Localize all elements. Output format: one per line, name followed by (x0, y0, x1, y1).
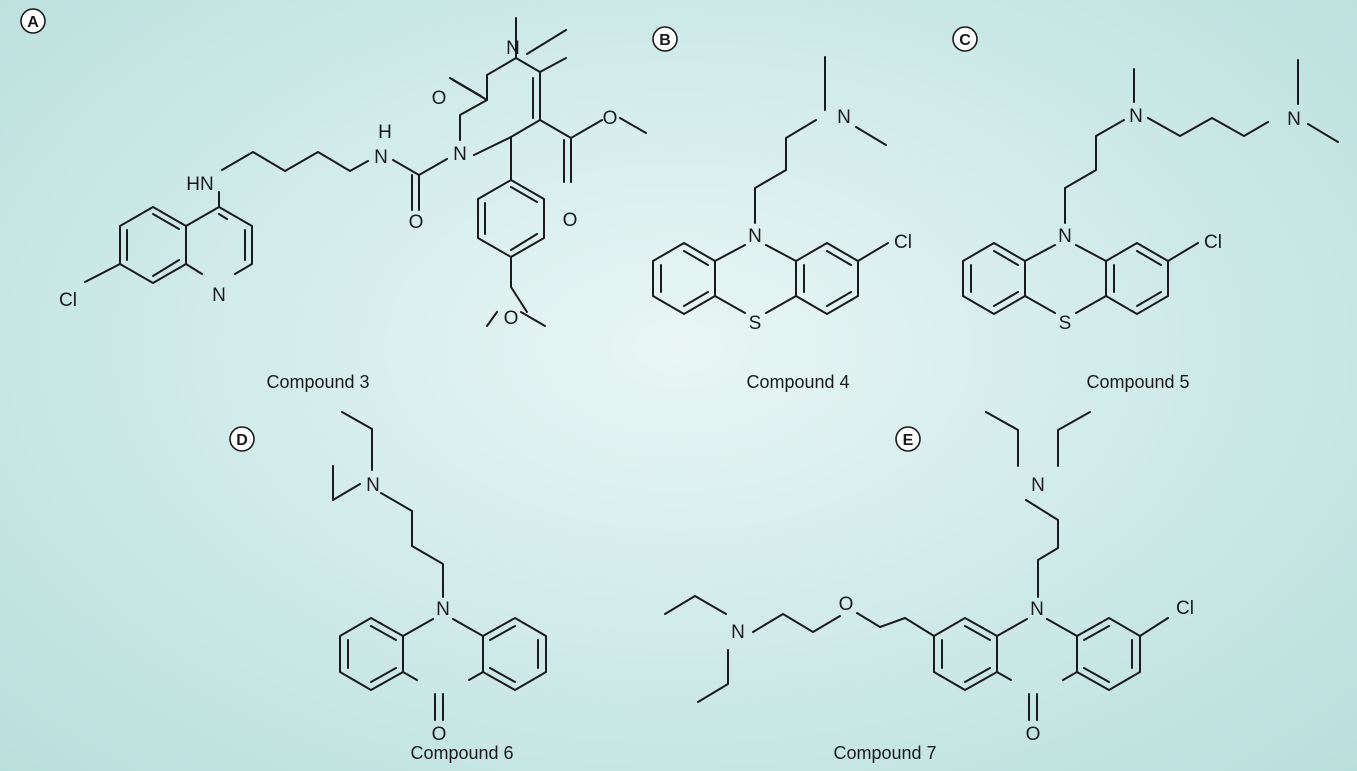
atom-h: H (378, 122, 392, 143)
methoxy-methyl-bond (520, 311, 546, 327)
butyl-linker (218, 151, 369, 208)
badge-label: A (27, 14, 39, 31)
diethylaminoethyl-chain-top (985, 411, 1091, 598)
acridone-core (339, 617, 547, 721)
badge-label: E (903, 432, 914, 449)
pyrimidinone-ring (449, 47, 603, 183)
badge-label: C (959, 32, 971, 49)
panel-b: B N N S Cl Compound 4 (652, 26, 912, 392)
atom-cl: Cl (59, 290, 77, 311)
atom-cl: Cl (894, 232, 912, 253)
caption-compound-4: Compound 4 (746, 372, 849, 392)
atom-n-ring: N (453, 144, 467, 165)
methoxyphenyl-ring (477, 179, 545, 327)
atom-n-ring: N (748, 226, 762, 247)
atom-hn: HN (186, 174, 213, 195)
atom-o: O (1026, 724, 1041, 745)
caption-compound-6: Compound 6 (410, 743, 513, 763)
panel-badge-b: B (652, 26, 678, 52)
badge-label: B (659, 32, 671, 49)
panel-badge-e: E (895, 426, 921, 452)
panel-badge-a: A (20, 8, 46, 34)
atom-n-quinoline: N (212, 285, 226, 306)
panel-e: E N N O N O Cl Compound 7 (664, 411, 1194, 763)
caption-compound-3: Compound 3 (266, 372, 369, 392)
acridone-core (879, 617, 1169, 721)
atom-o-ester-carbonyl: O (563, 210, 578, 231)
atom-o-ring: O (432, 88, 447, 109)
phenothiazine-core (652, 242, 889, 315)
atom-n-amine-2: N (1287, 109, 1301, 130)
atom-cl: Cl (1176, 598, 1194, 619)
panel-c: C N N N S Cl Compound 5 (952, 26, 1339, 392)
badge-label: D (236, 432, 248, 449)
urea-bond (392, 158, 448, 211)
atom-n-amine-1: N (1031, 475, 1045, 496)
atom-o-urea: O (409, 212, 424, 233)
panel-d: D N N O Compound 6 (229, 411, 547, 763)
panel-badge-d: D (229, 426, 255, 452)
atom-s: S (1059, 313, 1072, 334)
atom-n-amine-2: N (731, 622, 745, 643)
atom-n-top: N (506, 38, 520, 59)
atom-n-amide: N (374, 147, 388, 168)
diamine-chain (1064, 59, 1339, 224)
panel-a: A N Cl HN H N O N N O (20, 8, 647, 392)
atom-n-amine-1: N (1129, 106, 1143, 127)
atom-n-amine: N (837, 107, 851, 128)
atom-o: O (432, 724, 447, 745)
atom-s: S (749, 313, 762, 334)
caption-compound-5: Compound 5 (1086, 372, 1189, 392)
atom-cl: Cl (1204, 232, 1222, 253)
atom-o-methoxy: O (504, 308, 519, 329)
atom-n-amine: N (366, 475, 380, 496)
panel-badge-c: C (952, 26, 978, 52)
quinoline-ring (84, 206, 253, 284)
diethylaminoethoxy-chain-left (664, 595, 881, 703)
phenothiazine-core (962, 242, 1199, 315)
atom-o-ether: O (839, 594, 854, 615)
dimethylaminopropyl-chain (754, 56, 887, 224)
ester-methyl-bond (619, 117, 647, 134)
atom-n-ring: N (1030, 599, 1044, 620)
caption-compound-7: Compound 7 (833, 743, 936, 763)
atom-n-ring: N (436, 599, 450, 620)
atom-n-ring: N (1058, 226, 1072, 247)
diethylaminopropyl-chain (332, 411, 444, 598)
atom-o-ester: O (603, 108, 618, 129)
n-methyl-bonds (515, 17, 567, 55)
